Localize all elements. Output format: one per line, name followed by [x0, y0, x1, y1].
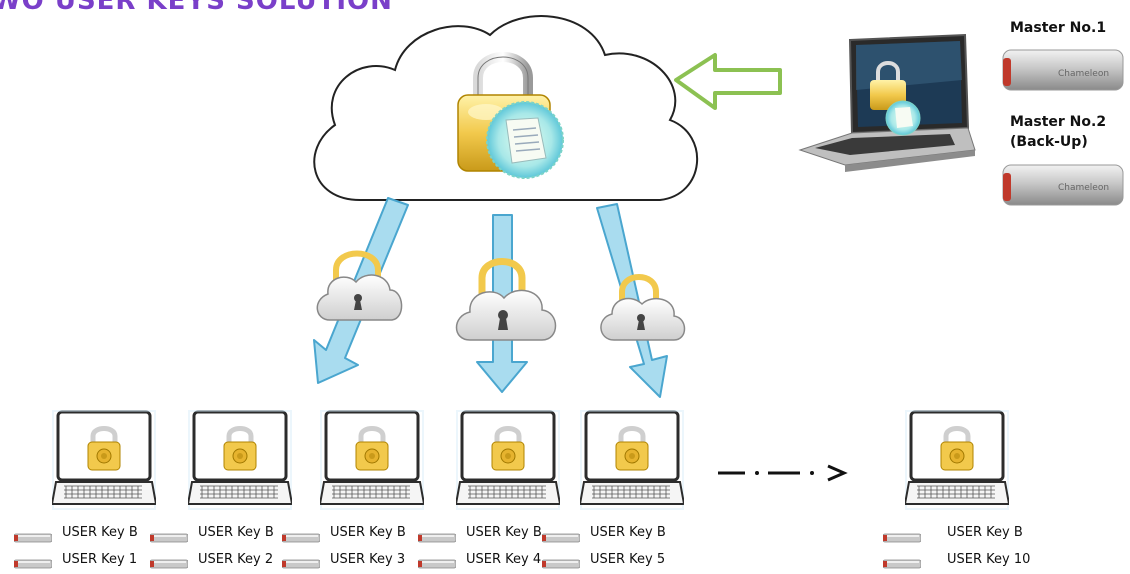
user-key-label: USER Key 2: [198, 552, 274, 567]
small-lock-cloud-2-icon: [455, 258, 557, 341]
user-key-label: USER Key 1: [62, 552, 138, 567]
user-laptop-icon: [454, 408, 562, 512]
user-key-usb-icon: [417, 556, 457, 574]
user-key-b-usb-icon: [281, 530, 321, 548]
usb-brand-label: Chameleon: [1058, 69, 1109, 79]
upload-arrow-icon: [674, 53, 782, 110]
master-usb-2-icon: Chameleon: [1002, 164, 1124, 206]
user-key-usb-icon: [149, 556, 189, 574]
user-key-usb-icon: [13, 556, 53, 574]
user-key-b-usb-icon: [13, 530, 53, 548]
user-key-label: USER Key 10: [947, 552, 1031, 567]
user-key-usb-icon: [281, 556, 321, 574]
user-key-b-label: USER Key B: [466, 525, 542, 540]
user-key-label: USER Key 4: [466, 552, 542, 567]
user-laptop-icon: [50, 408, 158, 512]
user-laptop-icon: [578, 408, 686, 512]
user-laptop-icon: [903, 408, 1011, 512]
continuation-arrow-icon: [718, 464, 848, 482]
user-key-b-label: USER Key B: [947, 525, 1023, 540]
user-key-b-usb-icon: [149, 530, 189, 548]
user-key-b-label: USER Key B: [330, 525, 406, 540]
document-badge-icon: [486, 101, 564, 179]
user-key-label: USER Key 3: [330, 552, 406, 567]
usb-brand-label-2: Chameleon: [1058, 183, 1109, 193]
small-lock-cloud-1-icon: [316, 250, 403, 321]
user-key-label: USER Key 5: [590, 552, 666, 567]
master-usb-1-icon: Chameleon: [1002, 49, 1124, 91]
user-key-b-label: USER Key B: [62, 525, 138, 540]
small-lock-cloud-3-icon: [600, 274, 686, 341]
user-key-usb-icon: [882, 556, 922, 574]
user-key-b-usb-icon: [417, 530, 457, 548]
master-2-sublabel: (Back-Up): [1010, 134, 1088, 150]
master-1-label: Master No.1: [1010, 20, 1107, 36]
master-laptop-icon: [798, 33, 976, 172]
user-laptop-icon: [318, 408, 426, 512]
user-key-b-label: USER Key B: [198, 525, 274, 540]
user-key-b-usb-icon: [882, 530, 922, 548]
user-key-b-usb-icon: [541, 530, 581, 548]
user-key-b-label: USER Key B: [590, 525, 666, 540]
diagram-title: WO USER KEYS SOLUTION: [0, 0, 393, 16]
master-2-label: Master No.2: [1010, 114, 1107, 130]
user-key-usb-icon: [541, 556, 581, 574]
user-laptop-icon: [186, 408, 294, 512]
